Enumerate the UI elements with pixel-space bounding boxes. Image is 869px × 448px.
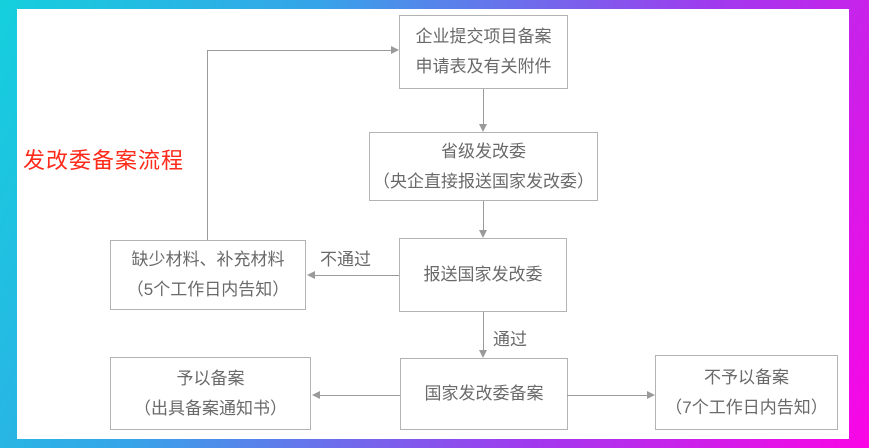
node-text-line: 缺少材料、补充材料 [131, 250, 285, 269]
connector-submit-to-provincial [483, 89, 484, 125]
connector-provincial-to-report [483, 201, 484, 231]
node-ndrc-filing: 国家发改委备案 [400, 358, 568, 430]
node-text-line: 省级发改委 [441, 141, 526, 161]
arrow-down-icon [479, 230, 487, 238]
connector-fail [315, 275, 399, 276]
node-report-to-ndrc: 报送国家发改委 [399, 238, 567, 312]
node-missing-materials: 缺少材料、补充材料 （5个工作日内告知） [110, 240, 306, 310]
node-provincial-ndrc: 省级发改委 （央企直接报送国家发改委） [369, 132, 598, 201]
node-text-line: （5个工作日内告知） [126, 280, 290, 299]
node-text-line: 企业提交项目备案 [415, 27, 552, 46]
connector-filing-to-denied [567, 395, 648, 396]
node-submit-application: 企业提交项目备案 申请表及有关附件 [399, 15, 568, 89]
node-text-line: 申请表及有关附件 [415, 57, 552, 76]
edge-label-pass: 通过 [491, 325, 529, 350]
connector-feedback-horizontal [207, 50, 392, 51]
arrow-right-icon [647, 391, 655, 399]
arrow-left-icon [312, 391, 320, 399]
node-text-line: （7个工作日内告知） [665, 397, 828, 417]
node-text-line: 予以备案 [176, 368, 245, 388]
arrow-right-icon [391, 46, 399, 54]
node-text-line: （出具备案通知书） [134, 398, 287, 418]
arrow-down-icon [479, 350, 487, 358]
node-filing-denied: 不予以备案 （7个工作日内告知） [655, 355, 838, 430]
node-text-line: 不予以备案 [704, 367, 789, 387]
node-filing-granted: 予以备案 （出具备案通知书） [110, 357, 311, 430]
connector-filing-to-granted [320, 395, 400, 396]
node-text-line: 报送国家发改委 [423, 265, 543, 284]
arrow-down-icon [479, 124, 487, 132]
node-text-line: 国家发改委备案 [424, 384, 544, 403]
arrow-left-icon [307, 271, 315, 279]
node-text-line: （央企直接报送国家发改委） [373, 171, 594, 191]
connector-pass [483, 312, 484, 351]
connector-feedback-vertical [207, 50, 208, 240]
page-title: 发改委备案流程 [23, 148, 185, 173]
edge-label-fail: 不通过 [318, 245, 373, 270]
